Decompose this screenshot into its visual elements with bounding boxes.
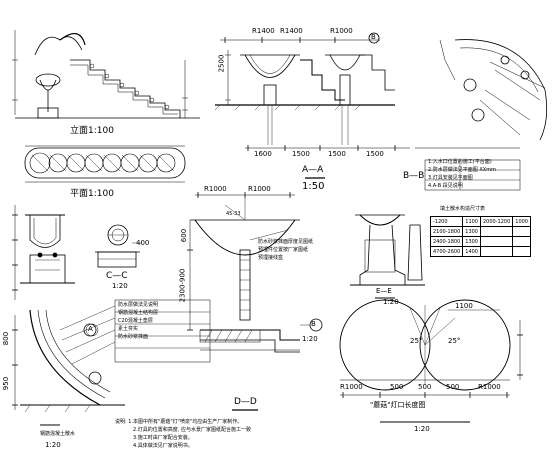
general-note: 说明: 1.本图中所有"蘑菇"灯"喷泉"均应由生产厂家制作。 [115, 419, 243, 425]
detail-bottom-scale: 1:20 [45, 441, 61, 449]
dd-title: D—D [234, 397, 257, 407]
lamp-top-dim: 1100 [455, 302, 473, 310]
table-cell: 1000 [512, 216, 531, 227]
lamp-r2: R1000 [478, 383, 501, 391]
dd-note: 预埋接线盒 [258, 255, 284, 261]
detail-note: 防水砂浆抹面 [118, 334, 149, 340]
table-row: 4700-2600 1400 [429, 246, 531, 257]
ee-scale: 1:20 [383, 298, 399, 306]
dd-h2: 2300-900 [178, 268, 187, 303]
general-note: 4.具体做法见厂家说明书。 [133, 443, 193, 449]
dd-note: 防水砂浆抹面厚度见图纸 [258, 239, 314, 245]
lamp-angle-2: 25° [448, 337, 461, 345]
detail-label: 钢筋混凝土散水 [40, 431, 76, 437]
aa-dim-r1: R1400 [252, 27, 275, 35]
table-row: 2400-1800 1300 [429, 236, 531, 247]
detail-note: 钢筋混凝土结构层 [118, 310, 159, 316]
elevation-title: 立面1:100 [70, 126, 114, 136]
detail-note: 素土夯实 [118, 326, 139, 332]
dd-r1: R1000 [204, 185, 227, 193]
section-ee [350, 214, 425, 299]
lamp-plan-scale: 1:20 [414, 425, 430, 433]
bb-notes: 1.入水口位置的施工(平台面) 2.防水层做法见平面图 XXmm 3.灯具安装见… [428, 158, 496, 190]
dd-angle: 45-33 [226, 211, 241, 217]
dd-r2: R1000 [248, 185, 271, 193]
spec-table-title: 填土散水构造尺寸表 [440, 206, 486, 212]
table-row: 2100-1800 1300 [429, 226, 531, 237]
bb-note: 4.A-B 段见说明 [428, 183, 463, 189]
section-aa [214, 32, 410, 179]
aa-dim-b3: 1500 [328, 150, 346, 158]
table-cell: -1200 [429, 216, 464, 227]
aa-scale: 1:50 [302, 181, 325, 192]
lamp-b1: 500 [390, 383, 404, 391]
section-dd [187, 192, 300, 411]
table-cell [512, 226, 531, 237]
table-cell [479, 226, 514, 237]
lamp-b3: 500 [446, 383, 460, 391]
ee-title: E—E [376, 287, 392, 295]
aa-dim-b1: 1600 [254, 150, 272, 158]
aa-title: A—A [302, 165, 324, 175]
bb-note: 3.灯具安装见平面图 [428, 175, 473, 181]
general-notes: 说明: 1.本图中所有"蘑菇"灯"喷泉"均应由生产厂家制作。 2.灯具的位置和高… [115, 418, 251, 450]
general-note: 3.施工时由厂家配合安装。 [133, 435, 193, 441]
table-cell [512, 246, 531, 257]
table-cell: 1300 [462, 226, 481, 237]
slope-detail [12, 299, 211, 426]
aa-dim-r3: R1000 [330, 27, 353, 35]
elevation-view [12, 30, 200, 119]
marker-b-lamp: B [311, 320, 316, 328]
plan-view [24, 145, 186, 183]
cc-dim: 400 [136, 239, 150, 247]
bb-note: 2.防水层做法见平面图 XXmm [428, 167, 496, 173]
aa-height: 2500 [217, 54, 226, 73]
table-cell: 2400-1800 [429, 236, 464, 247]
table-cell [512, 236, 531, 247]
aa-dim-b4: 1500 [366, 150, 384, 158]
bb-note: 1.入水口位置的施工(平台面) [428, 159, 492, 165]
table-cell: 1300 [462, 236, 481, 247]
cc-title: C—C [106, 271, 128, 281]
dd-notes: 防水砂浆抹面厚度见图纸 预埋件位置按厂家图纸 预埋接线盒 [258, 238, 313, 262]
marker-a: A [88, 325, 93, 333]
section-bb [415, 39, 548, 191]
marker-b: B [371, 33, 376, 41]
table-cell: 2100-1800 [429, 226, 464, 237]
detail-notes: 防水层做法见说明 钢筋混凝土结构层 C20混凝土垫层 素土夯实 防水砂浆抹面 [118, 301, 158, 341]
lamp-detail-scale: 1:20 [302, 335, 318, 343]
table-cell: 1100 [462, 216, 481, 227]
detail-note: 防水层做法见说明 [118, 302, 159, 308]
detail-note: C20混凝土垫层 [118, 318, 153, 324]
general-note: 2.灯具的位置和高度, 应与水景厂家图纸配合施工一致 [133, 427, 251, 433]
aa-dim-r2: R1400 [280, 27, 303, 35]
cc-scale: 1:20 [112, 282, 128, 290]
table-cell: 4700-2600 [429, 246, 464, 257]
lamp-b2: 500 [418, 383, 432, 391]
table-cell [479, 246, 514, 257]
lamp-angle-1: 25° [410, 337, 423, 345]
basin-detail [12, 205, 142, 300]
aa-dim-b2: 1500 [292, 150, 310, 158]
lamp-plan-title: "蘑菇"灯口长度图 [370, 401, 426, 409]
dd-h1: 600 [180, 228, 189, 243]
lamp-r1: R1000 [340, 383, 363, 391]
detail-h2: 950 [2, 376, 11, 391]
table-cell [479, 236, 514, 247]
plan-title: 平面1:100 [70, 189, 114, 199]
table-cell: 2000-1200 [479, 216, 514, 227]
detail-h1: 800 [2, 331, 11, 346]
bb-title: B—B [403, 171, 425, 181]
dd-note: 预埋件位置按厂家图纸 [258, 247, 309, 253]
table-cell: 1400 [462, 246, 481, 257]
table-row: -1200 1100 2000-1200 1000 [429, 216, 531, 227]
spec-table: -1200 1100 2000-1200 1000 2100-1800 1300… [429, 216, 531, 257]
